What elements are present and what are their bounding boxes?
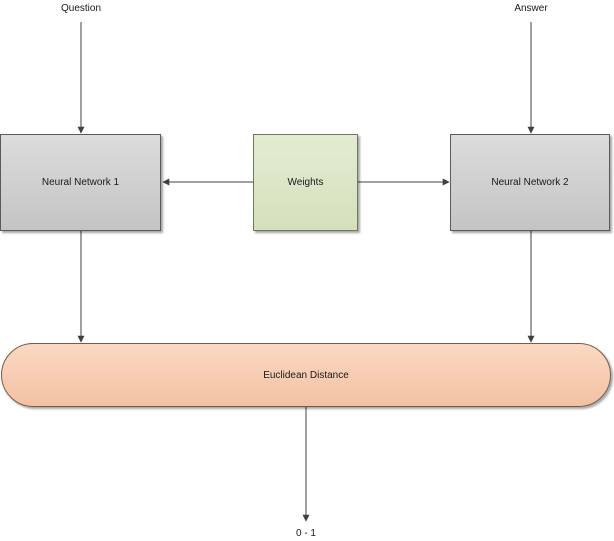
question-label: Question [60, 3, 102, 14]
neural-network-1-label: Neural Network 1 [41, 177, 120, 188]
answer-label: Answer [514, 3, 548, 14]
weights-node: Weights [253, 134, 358, 231]
weights-label: Weights [287, 177, 324, 188]
output-range-label: 0 - 1 [295, 528, 316, 539]
neural-network-2-label: Neural Network 2 [491, 177, 569, 188]
neural-network-1-node: Neural Network 1 [0, 134, 161, 231]
neural-network-2-node: Neural Network 2 [450, 134, 610, 231]
euclidean-distance-node: Euclidean Distance [1, 343, 611, 407]
euclidean-distance-label: Euclidean Distance [263, 369, 349, 381]
